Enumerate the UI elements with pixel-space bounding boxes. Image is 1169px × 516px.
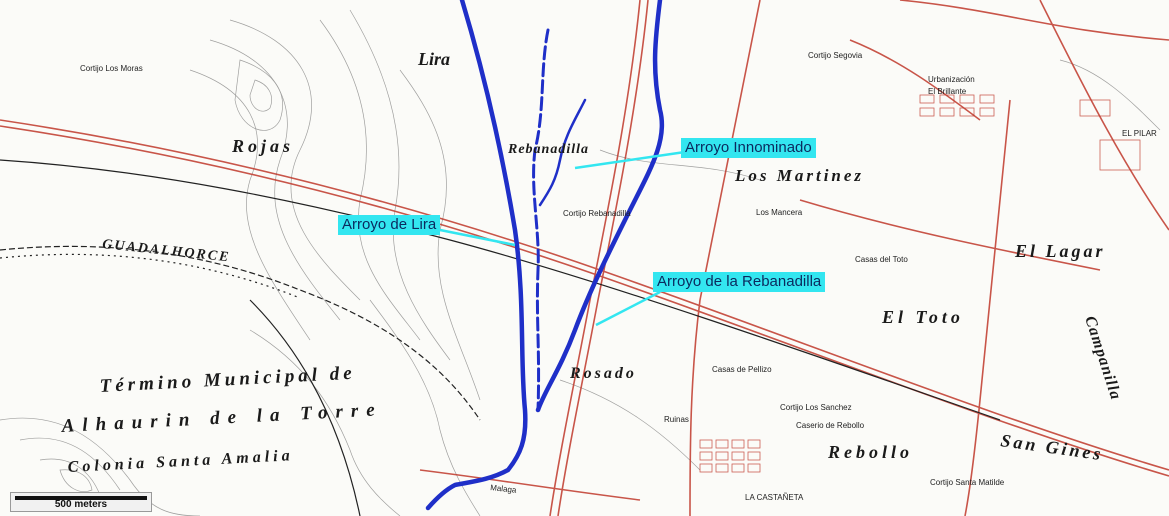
rivers: [425, 0, 665, 511]
place-los-martinez: Los Martinez: [734, 166, 864, 185]
river-arroyo-de-la-rebanadilla: [535, 0, 665, 413]
place-cortijo-santa-matilde: Cortijo Santa Matilde: [930, 478, 1005, 487]
river-arroyo-de-lira: [425, 0, 528, 511]
place-el-brillante: El Brillante: [928, 87, 967, 96]
place-termino-municipal: Término Municipal de: [99, 363, 356, 397]
place-cortijo-los-moras: Cortijo Los Moras: [80, 64, 143, 73]
callout-arroyo-de-la-rebanadilla: Arroyo de la Rebanadilla: [653, 272, 826, 292]
place-cortijo-los-sanchez: Cortijo Los Sanchez: [780, 403, 852, 412]
place-guadalhorce: GUADALHORCE: [102, 237, 231, 265]
scale-bar-label: 500 meters: [54, 499, 108, 510]
callout-arroyo-de-lira: Arroyo de Lira: [338, 215, 441, 235]
place-urbanizacion: Urbanización: [928, 75, 975, 84]
place-caserio-de-rebollo: Caserio de Rebollo: [796, 421, 865, 430]
place-los-mancera: Los Mancera: [756, 208, 803, 217]
place-rebollo: Rebollo: [827, 442, 913, 462]
place-casas-de-pellizo: Casas de Pellizo: [712, 365, 772, 374]
contour-lines: [0, 9, 1161, 516]
place-malaga: Malaga: [490, 483, 518, 495]
place-rebanadilla: Rebanadilla: [507, 142, 589, 157]
scale-bar-line: [15, 496, 147, 500]
place-el-lagar: El Lagar: [1014, 241, 1106, 261]
place-el-pilar: EL PILAR: [1122, 129, 1157, 138]
place-casas-del-toto: Casas del Toto: [855, 255, 908, 264]
place-rosado: Rosado: [569, 365, 637, 382]
place-cortijo-rebanadilla: Cortijo Rebanadilla: [563, 209, 631, 218]
place-campanilla: Campanilla: [1081, 314, 1124, 402]
place-san-gines: San Gines: [999, 430, 1104, 464]
place-lira: Lira: [417, 49, 450, 69]
place-el-toto: El Toto: [881, 307, 964, 327]
place-rojas: Rojas: [231, 136, 294, 156]
urban-blocks: [699, 94, 1141, 473]
place-ruinas: Ruinas: [664, 415, 689, 424]
callout-arroyo-innominado: Arroyo Innominado: [681, 138, 816, 158]
place-la-castaneta: LA CASTAÑETA: [745, 493, 804, 502]
railway-lines: [0, 159, 1001, 516]
callout-leaders: [439, 150, 686, 327]
place-cortijo-segovia: Cortijo Segovia: [808, 51, 863, 60]
scale-bar: 500 meters: [10, 492, 152, 512]
river-arroyo-innominado: [532, 28, 550, 412]
place-colonia-santa-amalia: Colonia Santa Amalia: [67, 447, 294, 476]
